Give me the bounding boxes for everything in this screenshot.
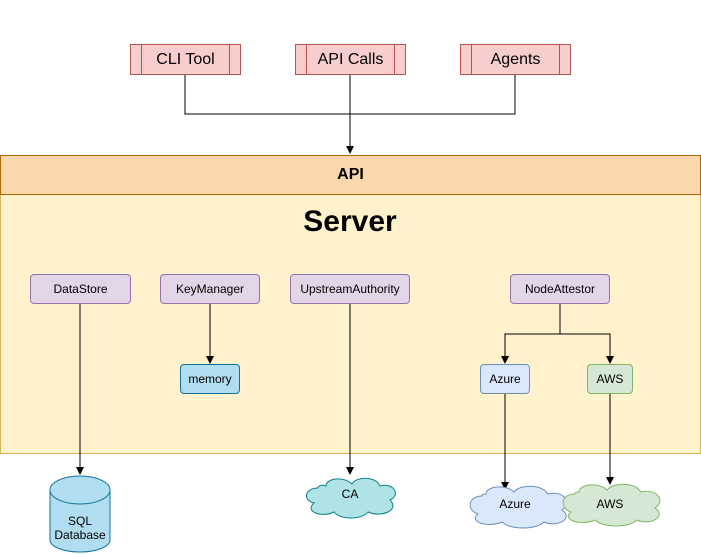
edge-nodeattestor-fork	[501, 304, 561, 364]
aws-plugin-node[interactable]: AWS	[587, 364, 633, 394]
keymanager-label: KeyManager	[175, 282, 245, 296]
upstreamauthority-label: UpstreamAuthority	[300, 282, 400, 296]
edge-agents-api	[350, 75, 516, 115]
memory-node[interactable]: memory	[180, 364, 240, 394]
cli-tool-label: CLI Tool	[156, 50, 215, 68]
api-band: API	[0, 155, 701, 195]
sql-database-line1: SQL	[67, 514, 92, 528]
memory-label: memory	[188, 372, 232, 386]
azure-plugin-node[interactable]: Azure	[480, 364, 530, 394]
aws-cloud-label-text: AWS	[596, 497, 624, 511]
api-calls-node[interactable]: API Calls	[295, 44, 406, 75]
edge-cli-api	[184, 75, 350, 115]
agents-node[interactable]: Agents	[460, 44, 571, 75]
azure-cloud-label: Azure	[485, 496, 545, 512]
nodeattestor-node[interactable]: NodeAttestor	[510, 274, 610, 304]
nodeattestor-label: NodeAttestor	[524, 282, 596, 296]
ca-label: CA	[320, 486, 380, 502]
sql-database-line2: Database	[54, 528, 106, 542]
aws-cloud-shape	[562, 483, 661, 527]
azure-plugin-label: Azure	[489, 372, 521, 386]
azure-cloud-shape	[469, 485, 568, 529]
server-title: Server	[250, 205, 450, 245]
azure-cloud-label-text: Azure	[499, 497, 531, 511]
keymanager-node[interactable]: KeyManager	[160, 274, 260, 304]
server-title-text: Server	[303, 205, 397, 238]
sql-database-label: SQL Database	[50, 512, 110, 544]
aws-cloud-label: AWS	[580, 496, 640, 512]
upstreamauthority-node[interactable]: UpstreamAuthority	[290, 274, 410, 304]
agents-label: Agents	[490, 50, 541, 68]
api-calls-label: API Calls	[317, 50, 384, 68]
aws-plugin-label: AWS	[596, 372, 624, 386]
edge-nodeattestor-aws	[560, 333, 614, 364]
datastore-node[interactable]: DataStore	[30, 274, 131, 304]
sql-database-cylinder	[49, 475, 111, 553]
api-label: API	[337, 166, 364, 183]
cli-tool-node[interactable]: CLI Tool	[130, 44, 241, 75]
ca-cloud-shape	[306, 477, 396, 519]
ca-label-text: CA	[341, 487, 359, 501]
datastore-label: DataStore	[53, 282, 108, 296]
